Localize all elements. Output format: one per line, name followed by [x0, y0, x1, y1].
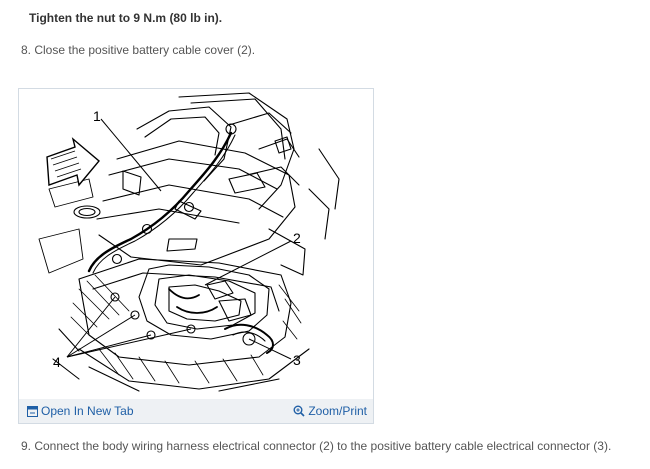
front-direction-arrow — [46, 137, 100, 187]
callout-1: 1 — [93, 108, 101, 124]
new-tab-icon — [27, 406, 38, 417]
zoom-print-label: Zoom/Print — [308, 404, 367, 418]
callout-4: 4 — [53, 354, 61, 370]
magnifier-icon — [293, 405, 305, 417]
battery-cable-diagram: 1 2 3 4 — [38, 92, 340, 392]
open-in-new-tab-link[interactable]: Open In New Tab — [27, 404, 134, 418]
open-in-new-tab-label: Open In New Tab — [41, 404, 134, 418]
callout-2: 2 — [293, 230, 301, 246]
figure-frame: 1 2 3 4 Open In New Tab Zoom/Print — [18, 88, 374, 424]
step-9-text: 9. Connect the body wiring harness elect… — [21, 439, 612, 453]
callout-3: 3 — [293, 352, 301, 368]
step-8-text: 8. Close the positive battery cable cove… — [21, 43, 256, 57]
zoom-print-link[interactable]: Zoom/Print — [293, 404, 367, 418]
torque-note: Tighten the nut to 9 N.m (80 lb in). — [29, 11, 223, 25]
figure-toolbar: Open In New Tab Zoom/Print — [19, 399, 373, 423]
